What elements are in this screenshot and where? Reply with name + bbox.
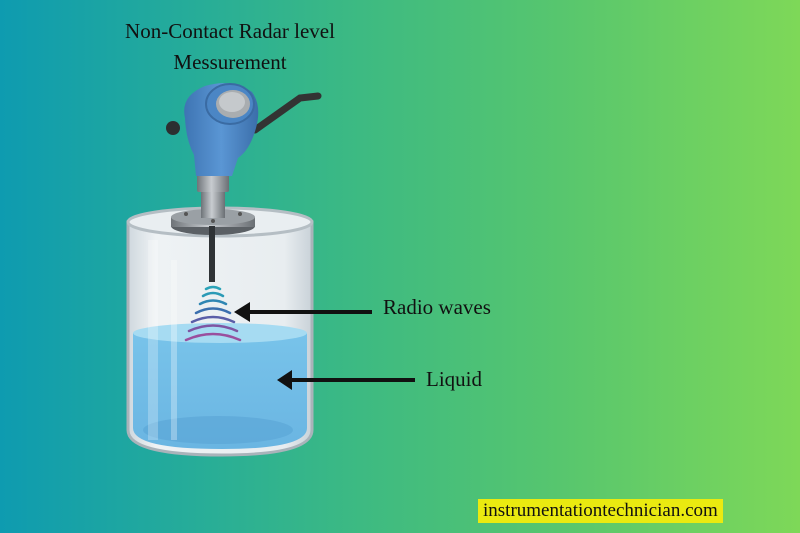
liquid-label: Liquid xyxy=(426,367,482,391)
arrow-left-icon xyxy=(234,302,372,322)
liquid-surface xyxy=(133,323,307,343)
title-line-2: Messurement xyxy=(173,50,287,74)
title-line-1: Non-Contact Radar level xyxy=(125,19,335,43)
tank-bottom xyxy=(143,416,293,444)
radar-transmitter-icon xyxy=(166,83,322,282)
antenna-rod xyxy=(209,226,215,282)
arrow-left-icon xyxy=(277,370,415,390)
tank-icon xyxy=(126,206,314,457)
diagram-title: Non-Contact Radar level Messurement xyxy=(90,16,370,78)
radio-waves-label: Radio waves xyxy=(383,295,491,319)
website-watermark: instrumentationtechnician.com xyxy=(478,499,723,523)
radio-wave-icon xyxy=(184,285,242,342)
